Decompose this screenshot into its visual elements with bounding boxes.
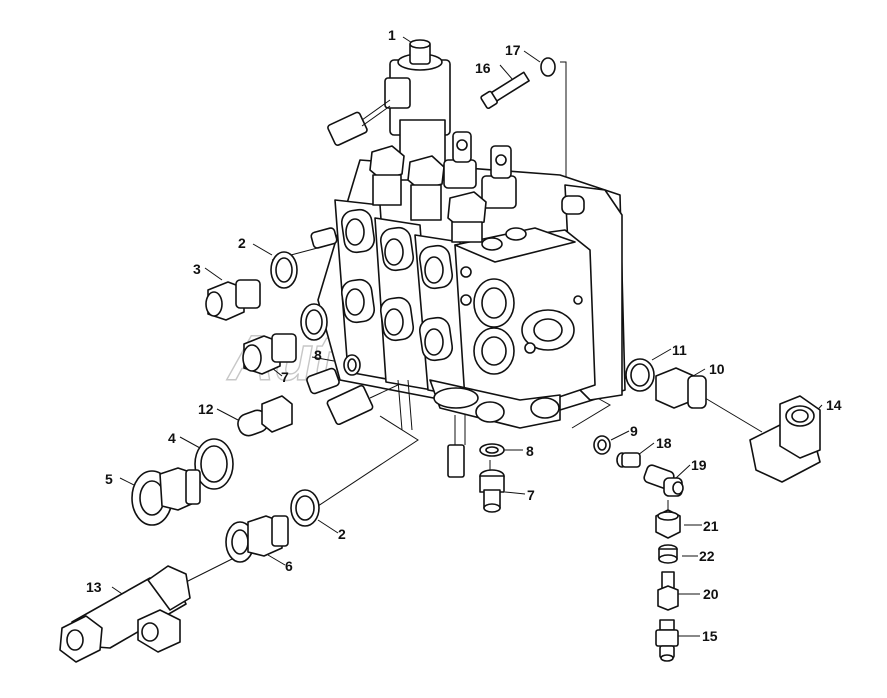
callout-6: 6: [285, 558, 293, 574]
callout-labels: 1 2 2 3 4 5 6 7 7 8 8 9 10 11 12 13 14 1…: [86, 27, 842, 644]
callout-9: 9: [630, 423, 638, 439]
callout-10: 10: [709, 361, 725, 377]
callout-8a: 8: [314, 347, 322, 363]
callout-5: 5: [105, 471, 113, 487]
fittings: [59, 57, 821, 663]
callout-4: 4: [168, 430, 176, 446]
callout-14: 14: [826, 397, 842, 413]
callout-22: 22: [699, 548, 715, 564]
callout-1: 1: [388, 27, 396, 43]
callout-17: 17: [505, 42, 521, 58]
callout-13: 13: [86, 579, 102, 595]
callout-18: 18: [656, 435, 672, 451]
callout-3: 3: [193, 261, 201, 277]
callout-2a: 2: [238, 235, 246, 251]
callout-19: 19: [691, 457, 707, 473]
callout-2b: 2: [338, 526, 346, 542]
callout-20: 20: [703, 586, 719, 602]
callout-15: 15: [702, 628, 718, 644]
callout-11: 11: [672, 342, 687, 358]
callout-7a: 7: [281, 369, 289, 385]
callout-12: 12: [198, 401, 214, 417]
valve-body: [317, 159, 626, 429]
callout-16: 16: [475, 60, 491, 76]
spool-actuators: [310, 39, 517, 249]
callout-8b: 8: [526, 443, 534, 459]
callout-21: 21: [703, 518, 719, 534]
callout-7b: 7: [527, 487, 535, 503]
cables: [326, 379, 465, 478]
